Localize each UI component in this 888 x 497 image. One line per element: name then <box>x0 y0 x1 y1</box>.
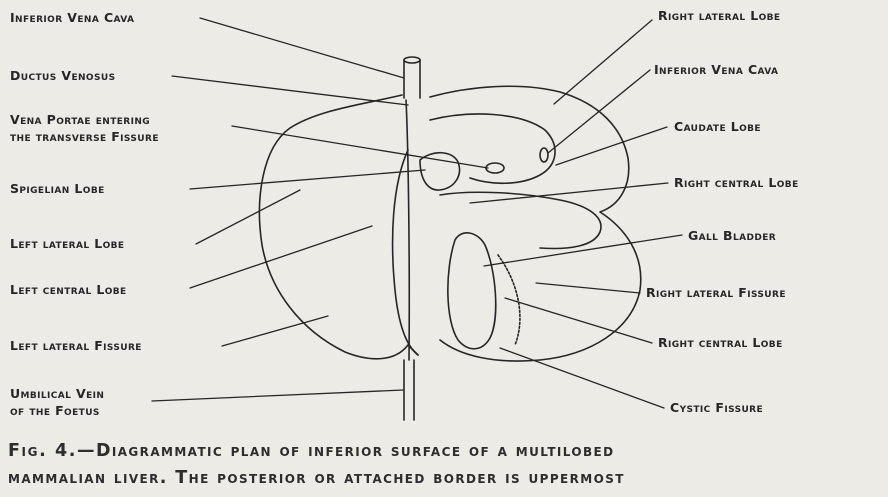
label-ductus-venosus: Ductus Venosus <box>8 68 118 84</box>
label-umbilical-vein-line2: of the Foetus <box>8 403 102 419</box>
leader-umbilical-vein <box>151 389 404 402</box>
leader-vena-portae <box>231 125 489 169</box>
leader-left-lateral-fissure <box>221 315 329 347</box>
leader-right-central-lobe-lower <box>504 297 653 344</box>
label-right-central-lobe-lower: Right central Lobe <box>656 335 785 351</box>
portal-vein-opening <box>485 162 505 174</box>
leader-spigelian-lobe <box>189 169 426 190</box>
label-inferior-vena-cava-right: Inferior Vena Cava <box>652 62 781 78</box>
left-central-lobe-outline <box>391 149 419 356</box>
label-vena-portae-line1: Vena Portae entering <box>8 112 153 128</box>
label-umbilical-vein-line1: Umbilical Vein <box>8 386 107 402</box>
gall-bladder-outline <box>447 232 497 350</box>
figure-number: Fig. 4. <box>8 441 78 461</box>
label-left-lateral-lobe: Left lateral Lobe <box>8 236 127 252</box>
leader-cystic-fissure <box>499 347 665 409</box>
ductus-venosus-line <box>405 99 411 361</box>
leader-right-lateral-lobe <box>553 19 653 105</box>
left-lateral-lobe-outline <box>258 94 409 360</box>
label-spigelian-lobe: Spigelian Lobe <box>8 181 107 197</box>
right-lobe-outline <box>429 85 642 362</box>
leader-inferior-vena-cava-right <box>547 69 651 154</box>
label-right-lateral-lobe: Right lateral Lobe <box>656 8 783 24</box>
leader-right-central-lobe-upper <box>469 182 669 204</box>
right-vena-cava-opening <box>539 147 549 163</box>
spigelian-lobe-outline <box>419 151 461 191</box>
label-left-central-lobe: Left central Lobe <box>8 282 129 298</box>
cystic-fissure-line <box>497 254 521 346</box>
label-left-lateral-fissure: Left lateral Fissure <box>8 338 144 354</box>
leader-left-central-lobe <box>189 225 373 289</box>
caption-line-2: mammalian liver. The posterior or attach… <box>8 468 625 488</box>
leader-inferior-vena-cava-left <box>199 17 405 79</box>
caption-line-1: Fig. 4.—Diagrammatic plan of inferior su… <box>8 438 880 465</box>
right-central-lobe-outline <box>439 191 602 250</box>
leader-ductus-venosus <box>171 75 409 106</box>
label-right-central-lobe-upper: Right central Lobe <box>672 175 801 191</box>
leader-caudate-lobe <box>555 126 668 166</box>
label-caudate-lobe: Caudate Lobe <box>672 119 763 135</box>
label-gall-bladder: Gall Bladder <box>686 228 779 244</box>
label-inferior-vena-cava-left: Inferior Vena Cava <box>8 10 137 26</box>
label-vena-portae-line2: the transverse Fissure <box>8 129 161 145</box>
vena-cava-opening <box>403 56 421 64</box>
leader-left-lateral-lobe <box>195 189 301 245</box>
leader-right-lateral-fissure <box>535 282 641 294</box>
label-cystic-fissure: Cystic Fissure <box>668 400 766 416</box>
label-right-lateral-fissure: Right lateral Fissure <box>644 285 788 301</box>
figure-caption: Fig. 4.—Diagrammatic plan of inferior su… <box>8 438 880 492</box>
caption-line-1-text: —Diagrammatic plan of inferior surface o… <box>77 441 615 461</box>
leader-gall-bladder <box>483 234 683 267</box>
caudate-lobe-outline <box>429 113 556 185</box>
